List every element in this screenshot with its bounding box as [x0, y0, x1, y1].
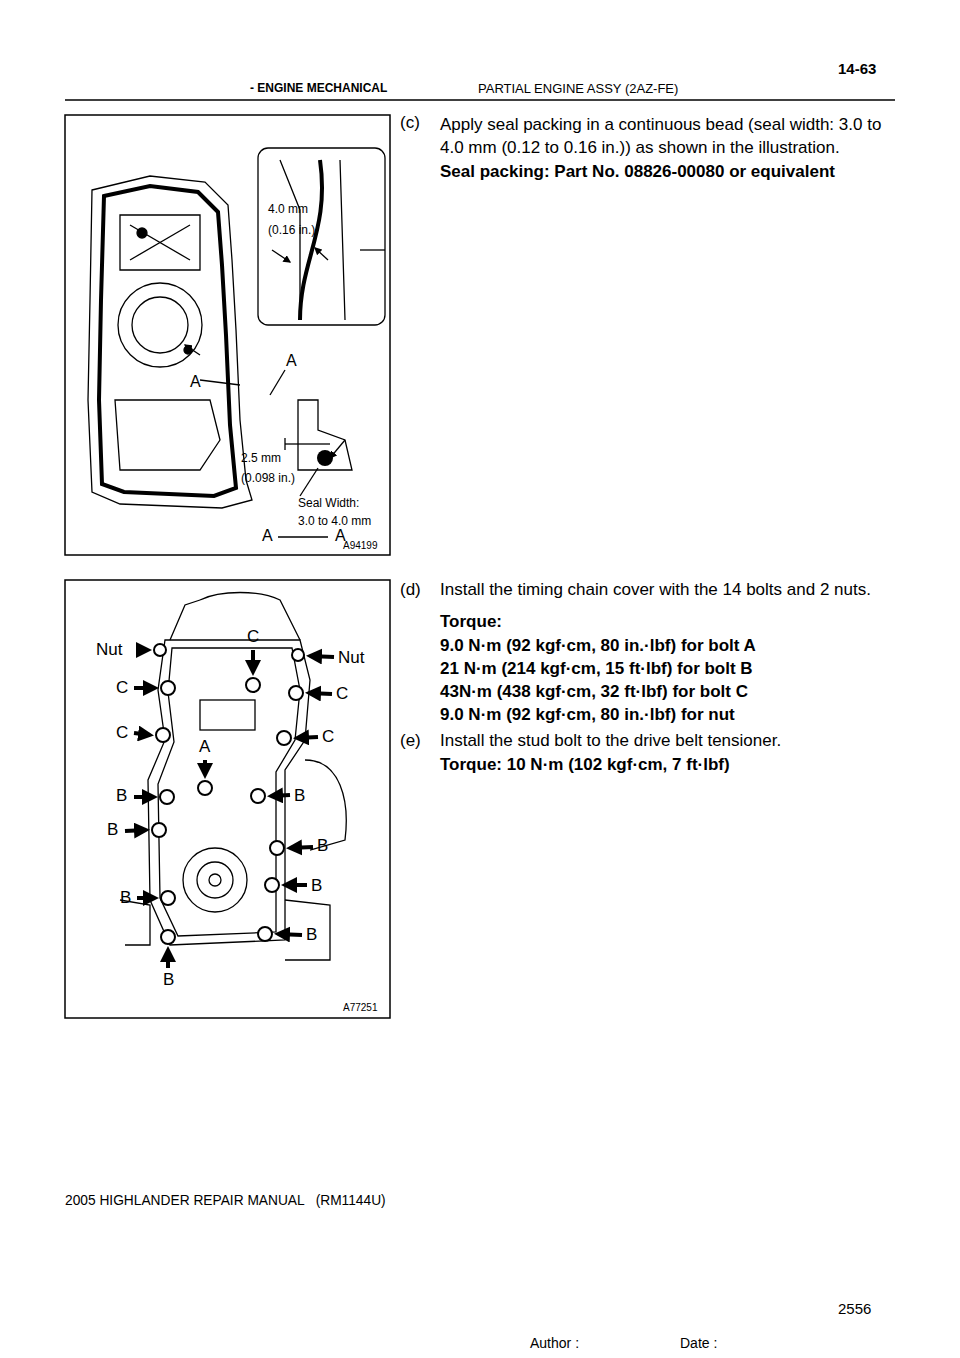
text-label: (d)	[400, 580, 421, 600]
text-label: 14-63	[838, 60, 876, 77]
text-label: A	[199, 737, 210, 757]
text-label: (0.16 in.)	[268, 224, 315, 238]
text-label: C	[116, 678, 128, 698]
text-label: C	[336, 684, 348, 704]
text-label: A	[262, 527, 273, 545]
text-label: A	[286, 352, 297, 370]
text-label: B	[116, 786, 127, 806]
text-label: Install the stud bolt to the drive belt …	[440, 731, 781, 751]
text-label: B	[317, 836, 328, 856]
text-label: 4.0 mm	[268, 203, 308, 217]
text-label: B	[306, 925, 317, 945]
text-label: 2.5 mm	[241, 452, 281, 466]
text-label: 3.0 to 4.0 mm	[298, 515, 371, 529]
text-label: 2556	[838, 1300, 871, 1317]
text-label: B	[120, 888, 131, 908]
text-label: A	[190, 373, 201, 391]
text-label: (c)	[400, 113, 420, 133]
text-label: Torque: 10 N·m (102 kgf·cm, 7 ft·lbf)	[440, 755, 730, 775]
text-label: C	[116, 723, 128, 743]
text-label: Apply seal packing in a continuous bead …	[440, 113, 895, 159]
text-label: (e)	[400, 731, 421, 751]
text-label: 2005 HIGHLANDER REPAIR MANUAL (RM1144U)	[65, 1193, 386, 1209]
text-label: Date :	[680, 1335, 717, 1351]
text-label: 43N·m (438 kgf·cm, 32 ft·lbf) for bolt C	[440, 682, 748, 702]
text-label: A94199	[343, 540, 377, 552]
text-label: B	[107, 820, 118, 840]
text-label: Nut	[96, 640, 122, 660]
text-label: (0.098 in.)	[241, 472, 295, 486]
text-label: Nut	[338, 648, 364, 668]
text-label: Install the timing chain cover with the …	[440, 580, 871, 600]
text-label: - ENGINE MECHANICAL	[250, 82, 387, 96]
text-label: A77251	[343, 1002, 377, 1014]
text-label: B	[294, 786, 305, 806]
text-label: PARTIAL ENGINE ASSY (2AZ-FE)	[478, 82, 678, 97]
text-label: Torque:	[440, 612, 502, 632]
text-label: B	[311, 876, 322, 896]
text-label: Seal packing: Part No. 08826-00080 or eq…	[440, 162, 835, 182]
text-label: 9.0 N·m (92 kgf·cm, 80 in.·lbf) for bolt…	[440, 636, 756, 656]
text-label: B	[163, 970, 174, 990]
text-label: 9.0 N·m (92 kgf·cm, 80 in.·lbf) for nut	[440, 705, 735, 725]
text-label: C	[322, 727, 334, 747]
text-label: 21 N·m (214 kgf·cm, 15 ft·lbf) for bolt …	[440, 659, 753, 679]
text-label: Author :	[530, 1335, 579, 1351]
text-label: C	[247, 627, 259, 647]
text-label: Seal Width:	[298, 497, 359, 511]
